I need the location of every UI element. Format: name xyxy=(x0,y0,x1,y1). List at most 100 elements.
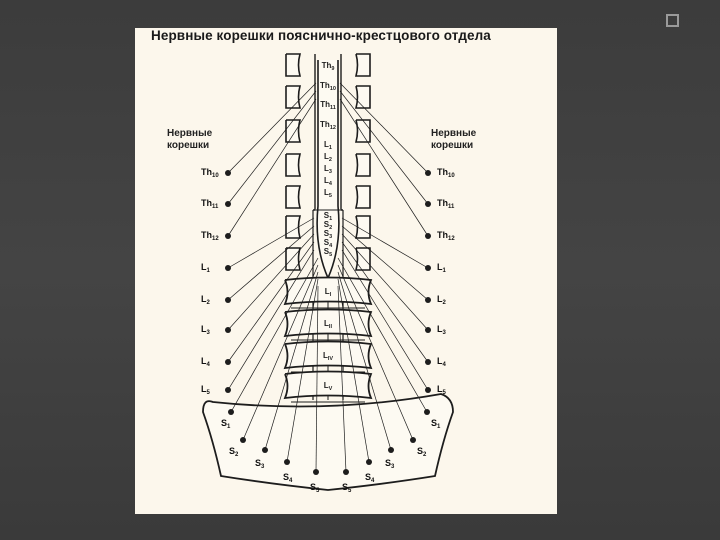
left-vertebra-bracket-7 xyxy=(286,248,300,270)
left-root-label-2-sub: 11 xyxy=(212,204,218,210)
left-sacral-dot-5 xyxy=(313,469,319,475)
vertebra-label-1-sub: I xyxy=(330,292,332,298)
right-root-label-1-base: Th xyxy=(437,167,448,177)
right-root-label-1-sub: 10 xyxy=(448,173,455,179)
left-root-dot-3 xyxy=(225,233,231,239)
right-root-label-7: L4 xyxy=(437,356,446,370)
left-root-label-1: Th10 xyxy=(201,167,219,181)
cord-segment-3-base: Th xyxy=(320,100,330,109)
right-root-label-2-sub: 11 xyxy=(448,204,454,210)
vertebra-label-4: LV xyxy=(324,381,333,394)
right-root-label-3-base: Th xyxy=(437,230,448,240)
right-sacral-dot-4 xyxy=(366,459,372,465)
right-root-label-3-sub: 12 xyxy=(448,236,455,242)
right-sacral-dot-2 xyxy=(410,437,416,443)
left-vertebra-bracket-2 xyxy=(286,86,300,108)
left-sacral-dot-4 xyxy=(284,459,290,465)
right-sacral-dot-1 xyxy=(424,409,430,415)
left-root-label-2: Th11 xyxy=(201,198,218,212)
right-heading: Нервные корешки xyxy=(431,128,476,152)
left-root-line-1 xyxy=(228,83,316,173)
left-vertebra-bracket-3 xyxy=(286,120,300,142)
right-sacral-label-3-sub: 3 xyxy=(391,464,394,470)
left-sacral-label-1: S1 xyxy=(221,418,230,432)
cord-segment-4-sub: 12 xyxy=(330,125,336,131)
left-sacral-label-4: S4 xyxy=(283,472,292,486)
cord-segment-7-sub: 3 xyxy=(329,169,332,175)
right-root-line-2 xyxy=(340,91,428,204)
left-root-label-3-base: Th xyxy=(201,230,212,240)
left-root-label-7: L4 xyxy=(201,356,210,370)
right-root-label-6-sub: 3 xyxy=(443,330,446,336)
vertebra-label-4-sub: V xyxy=(329,386,333,392)
left-root-dot-2 xyxy=(225,201,231,207)
left-root-dot-7 xyxy=(225,359,231,365)
cord-segment-3: Th11 xyxy=(320,100,336,113)
vertebra-label-1: LI xyxy=(325,287,331,300)
left-sacral-dot-3 xyxy=(262,447,268,453)
right-root-label-2-base: Th xyxy=(437,198,448,208)
left-root-label-5: L2 xyxy=(201,294,210,308)
right-root-dot-2 xyxy=(425,201,431,207)
right-root-dot-5 xyxy=(425,297,431,303)
cord-segment-14-sub: 5 xyxy=(329,252,332,258)
cord-segment-2-base: Th xyxy=(320,81,330,90)
right-root-dot-8 xyxy=(425,387,431,393)
vertebra-label-3-sub: IV xyxy=(328,356,333,362)
spinal-canal-right-wall xyxy=(341,54,343,210)
vertebra-label-2: LII xyxy=(324,319,332,332)
left-sacral-label-3: S3 xyxy=(255,458,264,472)
left-root-label-7-sub: 4 xyxy=(207,362,210,368)
right-root-label-1: Th10 xyxy=(437,167,455,181)
right-root-label-8-sub: 5 xyxy=(443,390,446,396)
left-heading: Нервные корешки xyxy=(167,128,212,152)
left-sacral-label-5: S5 xyxy=(310,482,319,496)
left-root-dot-8 xyxy=(225,387,231,393)
cord-segment-5-sub: 1 xyxy=(329,145,332,151)
right-root-dot-7 xyxy=(425,359,431,365)
left-root-label-8-sub: 5 xyxy=(207,390,210,396)
right-sacral-dot-5 xyxy=(343,469,349,475)
spine-diagram xyxy=(135,28,557,514)
left-root-dot-5 xyxy=(225,297,231,303)
cord-segment-6-sub: 2 xyxy=(329,157,332,163)
left-root-label-6: L3 xyxy=(201,324,210,338)
left-sacral-label-3-sub: 3 xyxy=(261,464,264,470)
diagram-figure: Нервные корешки пояснично-крестцового от… xyxy=(135,28,557,514)
right-root-line-3 xyxy=(340,99,428,236)
left-root-dot-1 xyxy=(225,170,231,176)
right-root-label-5: L2 xyxy=(437,294,446,308)
left-root-label-6-sub: 3 xyxy=(207,330,210,336)
right-root-dot-1 xyxy=(425,170,431,176)
right-sacral-label-4-sub: 4 xyxy=(371,478,374,484)
right-sacral-dot-3 xyxy=(388,447,394,453)
left-root-label-2-base: Th xyxy=(201,198,212,208)
cord-segment-1-sub: 9 xyxy=(331,66,334,72)
square-bullet-icon xyxy=(666,14,679,27)
cord-segment-1-base: Th xyxy=(322,61,332,70)
left-root-label-5-sub: 2 xyxy=(207,300,210,306)
left-sacral-label-4-sub: 4 xyxy=(289,478,292,484)
left-sacral-label-5-sub: 5 xyxy=(316,488,319,494)
cord-segment-14: S5 xyxy=(324,247,332,260)
left-vertebra-bracket-1 xyxy=(286,54,300,76)
cord-segment-9-sub: 5 xyxy=(329,193,332,199)
right-root-dot-4 xyxy=(425,265,431,271)
left-root-label-4-sub: 1 xyxy=(207,268,210,274)
right-root-label-4-sub: 1 xyxy=(443,268,446,274)
right-sacral-label-3: S3 xyxy=(385,458,394,472)
vertebra-label-3: LIV xyxy=(323,351,333,364)
cord-segment-4: Th12 xyxy=(320,120,336,133)
left-root-label-1-base: Th xyxy=(201,167,212,177)
left-sacral-dot-2 xyxy=(240,437,246,443)
left-root-dot-4 xyxy=(225,265,231,271)
right-vertebra-bracket-2 xyxy=(356,86,370,108)
right-root-label-5-sub: 2 xyxy=(443,300,446,306)
left-sacral-label-1-sub: 1 xyxy=(227,424,230,430)
left-vertebra-bracket-5 xyxy=(286,186,300,208)
left-root-dot-6 xyxy=(225,327,231,333)
right-vertebra-bracket-7 xyxy=(356,248,370,270)
cord-segment-2-sub: 10 xyxy=(330,86,336,92)
left-root-line-3 xyxy=(228,99,316,236)
right-sacral-label-2: S2 xyxy=(417,446,426,460)
